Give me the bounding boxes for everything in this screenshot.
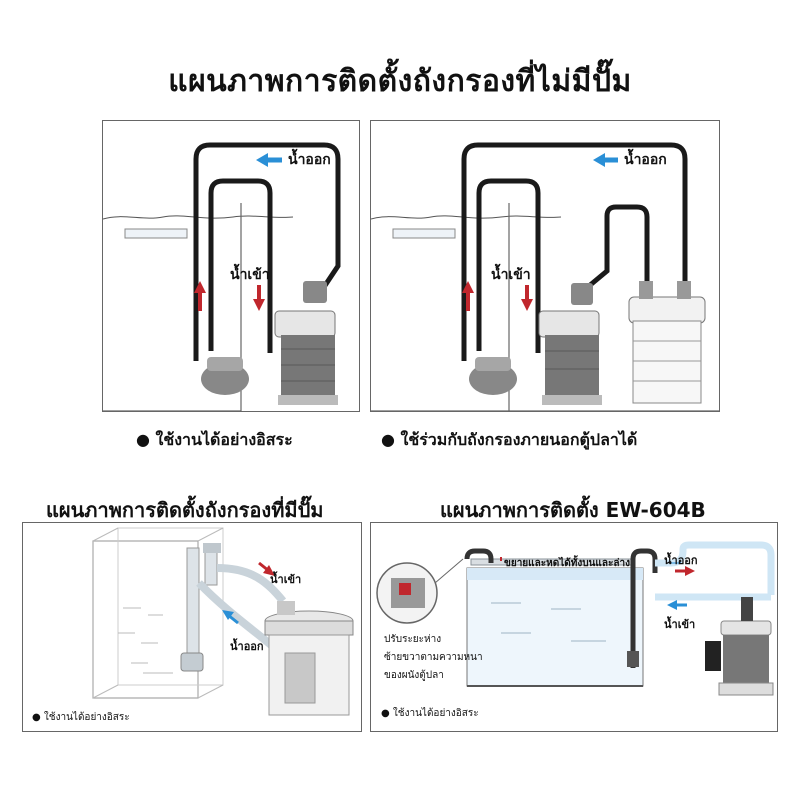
outflow-label: น้ำออก [624,152,667,168]
adjust-note-line2: ซ้ายขวาตามความหนา [384,652,483,663]
footnote-with-pump: ● ใช้งานได้อย่างอิสระ [32,712,130,723]
outflow-arrow-icon [222,610,234,620]
large-canister-lid-icon [628,296,706,324]
up-arrow-icon [462,281,474,293]
page-title: แผนภาพการติดตั้งถังกรองที่ไม่มีปั๊ม [168,64,632,99]
light-bar-icon [124,228,188,239]
outflow-label: น้ำออก [288,152,331,168]
inflow-label: น้ำเข้า [270,573,302,586]
section-title-ew604b: แผนภาพการติดตั้ง EW-604B [440,498,706,522]
diagram-with-pump-illustration [92,527,354,716]
inflow-arrow-icon [263,565,275,576]
caption-independent: ● ใช้งานได้อย่างอิสระ [136,430,293,449]
diagram-panel-independent [102,120,360,412]
diagram-ew604b-illustration [376,541,775,696]
inflow-arrow-icon [667,600,677,610]
diagram-panel-ew604b [370,522,778,732]
outflow-label: น้ำออก [664,554,698,567]
down-arrow-icon [253,299,265,311]
inflow-label: น้ำเข้า [491,267,531,283]
expand-label: ขยายและหดได้ทั้งบนและล่าง [504,558,630,569]
caption-combined: ● ใช้ร่วมกับถังกรองภายนอกตู้ปลาได้ [381,430,638,449]
canister-filter-icon [723,635,769,685]
down-arrow-icon [521,299,533,311]
footnote-ew604b: ● ใช้งานได้อย่างอิสระ [381,708,479,719]
diagram-independent-illustration [103,142,341,411]
outflow-label: น้ำออก [230,640,264,653]
inflow-label: น้ำเข้า [230,267,270,283]
diagram-panel-with-pump [22,522,362,732]
adjust-note-line1: ปรับระยะห่าง [384,634,442,645]
up-arrow-icon [194,281,206,293]
section-title-with-pump: แผนภาพการติดตั้งถังกรองที่มีปั๊ม [46,498,324,522]
diagram-panel-combined [370,120,720,412]
canister-filter-icon [281,335,335,397]
canister-filter-icon [545,335,599,397]
canister-lid-icon [274,310,336,338]
large-canister-icon [632,320,702,404]
inflow-label: น้ำเข้า [664,618,696,631]
adjust-note-line3: ของผนังตู้ปลา [384,670,444,681]
outflow-arrow-icon [685,566,695,576]
canister-lid-icon [538,310,600,338]
light-bar-icon [392,228,456,239]
diagram-combined-illustration [371,142,719,411]
